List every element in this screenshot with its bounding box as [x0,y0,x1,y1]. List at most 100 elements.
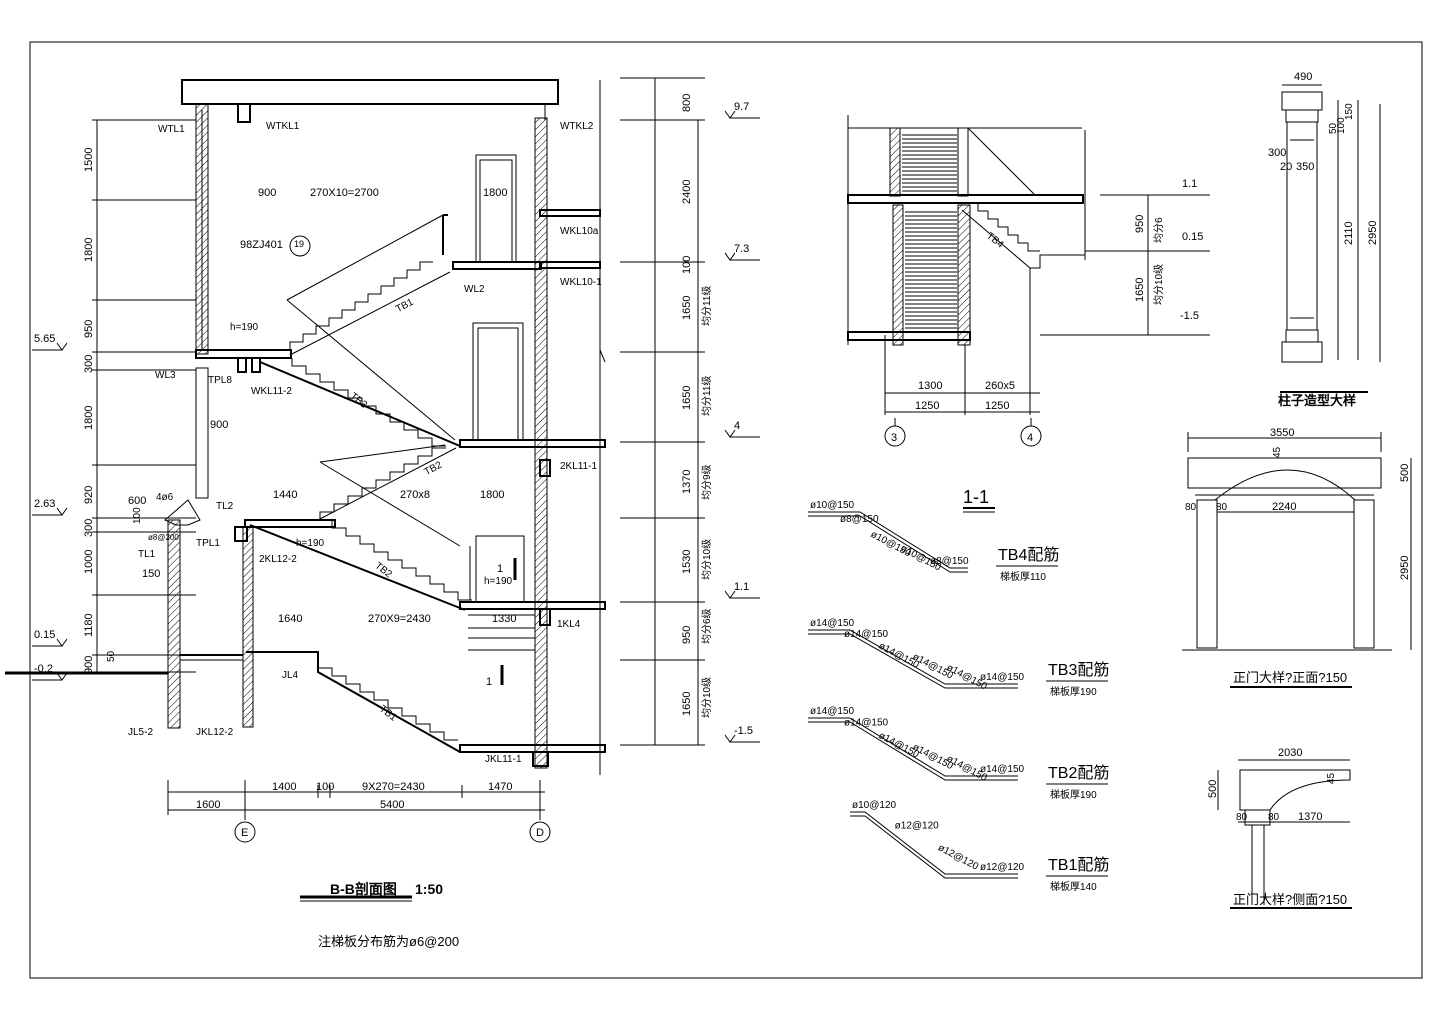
right-dim-100: 100 [681,256,693,274]
right-dim-1650: 1650 [681,386,693,410]
member-wtl1: WTL1 [158,124,185,135]
s11-note-10: 均分10级 [1153,264,1165,305]
right-dim-800: 800 [681,94,693,112]
left-dim-1180: 1180 [83,613,95,637]
height-h190-c: h=190 [484,576,513,587]
s11-elev-0.15: 0.15 [1182,231,1203,243]
door-front-dim-45: 45 [1272,446,1283,458]
rebar-thickness: 梯板厚190 [1050,788,1097,801]
left-dim-300: 300 [83,355,95,373]
s11-dim-260x5: 260x5 [985,380,1015,392]
stair-label-tb1-bottom: TB1 [377,704,399,724]
slab-2.63 [244,519,336,528]
column-dim-300: 300 [1268,147,1286,159]
right-note: 均分10级 [701,539,713,580]
stair-steps [291,358,446,447]
elev-7.3: 7.3 [734,243,749,255]
rebar-TB4配筋: TB4配筋梯板厚110ø10@150ø8@150ø10@150ø10@150ø8… [808,500,1059,583]
stair-steps [317,660,458,741]
right-note: 均分11级 [701,286,713,326]
section-mark-1-a: 1 [497,563,503,575]
right-wall [534,117,548,769]
elev-triangle [56,672,68,681]
door-side-detail [1217,759,1352,909]
stair-soffit [289,271,451,356]
entrance-wall [167,519,181,729]
member-wl2: WL2 [464,284,485,295]
rebar-thickness: 梯板厚190 [1050,685,1097,698]
door-side-dim-500: 500 [1207,780,1219,798]
hdim-1470: 1470 [488,781,512,793]
column-dim-50: 50 [1328,122,1339,134]
height-h190-a: h=190 [230,322,259,333]
s11-dim-950: 950 [1134,215,1146,233]
stair-flights [246,261,540,753]
axis-d-circle [529,821,551,843]
elev-triangle [724,734,736,743]
sheet-border [29,41,1423,979]
axis-3-label: 3 [891,432,897,444]
elev-triangle [724,590,736,599]
left-dim-50: 50 [106,650,117,662]
rebar-title: TB4配筋 [998,546,1059,564]
elev-triangle [56,507,68,516]
door-side-title: 正门大样?侧面?150 [1233,892,1347,907]
column-dim-2110: 2110 [1343,221,1355,245]
jkl12-2-column [242,526,254,728]
section-mark-1-b: 1 [486,676,492,688]
s11-elev--1.5: -1.5 [1180,310,1199,322]
elev-2.63: 2.63 [34,498,55,510]
detail-ref-circle [289,235,311,257]
door-side-dim-80b: 80 [1268,812,1280,823]
door-front-dim-500: 500 [1399,464,1411,482]
slab-7.3 [452,261,542,270]
slab-wkl10a [539,209,601,217]
axis-4-label: 4 [1027,432,1033,444]
slab-4 [459,439,606,448]
left-dim-100: 100 [132,507,143,524]
member-wl3: WL3 [155,370,176,381]
rebar-bar-label: ø14@150 [844,718,889,729]
rebar-bar-label: ø12@120 [895,821,940,832]
section-11 [847,115,1210,513]
rebar-top-bar [808,717,1018,777]
door-front-title: 正门大样?正面?150 [1233,670,1347,685]
right-dim-2400: 2400 [681,180,693,204]
rebar-bar-label: ø14@150 [844,629,889,640]
door-lower [475,535,525,603]
column-title: 柱子造型大样 [1278,393,1356,408]
hdim-270x8: 270x8 [400,489,430,501]
door-upper [475,154,517,263]
rebar-bar-label: ø8@150 [930,556,969,567]
detail-ref-number: 19 [294,239,304,249]
elev-5.65: 5.65 [34,333,55,345]
door-middle [472,322,524,441]
bb-note: 注梯板分布筋为ø6@200 [318,934,459,949]
member-d8-200: ø8@200 [148,533,179,542]
slab-5.65 [195,349,292,359]
slab-wkl10-1 [539,261,601,269]
column-dim-150: 150 [1344,103,1355,120]
stair-steps [319,447,446,520]
member-2kl12-2: 2KL12-2 [259,554,297,565]
stair-soffit [249,524,466,611]
axis-e-label: E [241,827,248,839]
stair-steps [331,520,472,601]
right-dim-1650: 1650 [681,692,693,716]
member-1kl4: 1KL4 [557,619,581,630]
roof-parapet [181,79,559,105]
bb-right-dimension-chain: 800240010016501650137015309501650均分11级均分… [620,77,713,746]
elev-0.15: 0.15 [34,629,55,641]
elev--0.2: -0.2 [34,663,53,675]
rebar-bar-label: ø12@120 [980,862,1025,873]
left-dim-1800: 1800 [83,238,95,262]
right-dim-1650: 1650 [681,296,693,320]
canopy [164,499,201,526]
hdim-5400: 5400 [380,799,404,811]
hdim-270x9: 270X9=2430 [368,613,431,625]
column-detail [1280,84,1381,393]
rebar-bar-label: ø14@150 [980,764,1025,775]
